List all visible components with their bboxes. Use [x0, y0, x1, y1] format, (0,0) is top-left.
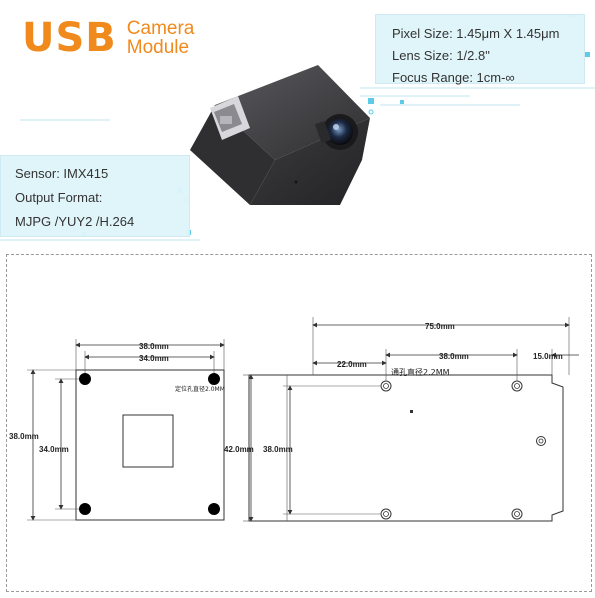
brand-logo: USB Camera Module — [22, 18, 194, 58]
technical-drawing: 38.0mm 34.0mm 38.0mm 34.0mm 定位孔直径2.0MM — [9, 317, 579, 522]
brand-subtitle: Camera Module — [127, 19, 195, 57]
specs-panel-right: Pixel Size: 1.45μm X 1.45μm Lens Size: 1… — [375, 14, 585, 85]
mount-hole — [380, 380, 392, 392]
dim-end-offset: 15.0mm — [533, 352, 563, 361]
product-banner: USB Camera Module Pixel Size: 1.45μm X 1… — [0, 0, 595, 245]
side-view: 75.0mm 22.0mm 38.0mm 15.0mm 42.0mm 38.0m… — [224, 317, 579, 522]
dim-hole-spacing: 38.0mm — [439, 352, 469, 361]
camera-module-image — [190, 65, 370, 205]
brand-subtitle-line1: Camera — [126, 18, 195, 39]
mount-hole — [208, 503, 220, 515]
mount-hole — [79, 503, 91, 515]
mount-hole — [511, 380, 523, 392]
mount-hole — [511, 508, 523, 520]
mount-hole — [380, 508, 392, 520]
screw-hole — [536, 436, 546, 446]
dim-outer-height: 38.0mm — [9, 432, 39, 441]
spec-pixel-size: Pixel Size: 1.45μm X 1.45μm — [392, 26, 560, 41]
side-hole-note: 通孔直径2.2MM — [391, 367, 450, 377]
spec-focus-range: Focus Range: 1cm-∞ — [392, 70, 515, 85]
front-view: 38.0mm 34.0mm 38.0mm 34.0mm 定位孔直径2.0MM — [9, 339, 225, 521]
spec-lens-size: Lens Size: 1/2.8" — [392, 48, 490, 63]
front-hole-note: 定位孔直径2.0MM — [175, 385, 225, 393]
spec-output-value: MJPG /YUY2 /H.264 — [15, 214, 135, 229]
brand-subtitle-line2: Module — [126, 37, 190, 58]
brand-name: USB — [22, 15, 117, 61]
dim-height: 42.0mm — [224, 445, 254, 454]
dimension-drawing: 38.0mm 34.0mm 38.0mm 34.0mm 定位孔直径2.0MM — [6, 254, 592, 592]
spec-sensor: Sensor: IMX415 — [15, 166, 109, 181]
dim-outer-width: 38.0mm — [139, 342, 169, 351]
dim-total-length: 75.0mm — [425, 322, 455, 331]
dim-hole-offset: 22.0mm — [337, 360, 367, 369]
mount-hole — [79, 373, 91, 385]
specs-panel-left: Sensor: IMX415 Output Format: MJPG /YUY2… — [0, 155, 190, 237]
dim-hole-spacing-y: 34.0mm — [39, 445, 69, 454]
mount-hole — [208, 373, 220, 385]
dim-hole-spacing-x: 34.0mm — [139, 354, 169, 363]
spec-output-label: Output Format: — [15, 190, 103, 205]
dim-hole-spacing-vertical: 38.0mm — [263, 445, 293, 454]
